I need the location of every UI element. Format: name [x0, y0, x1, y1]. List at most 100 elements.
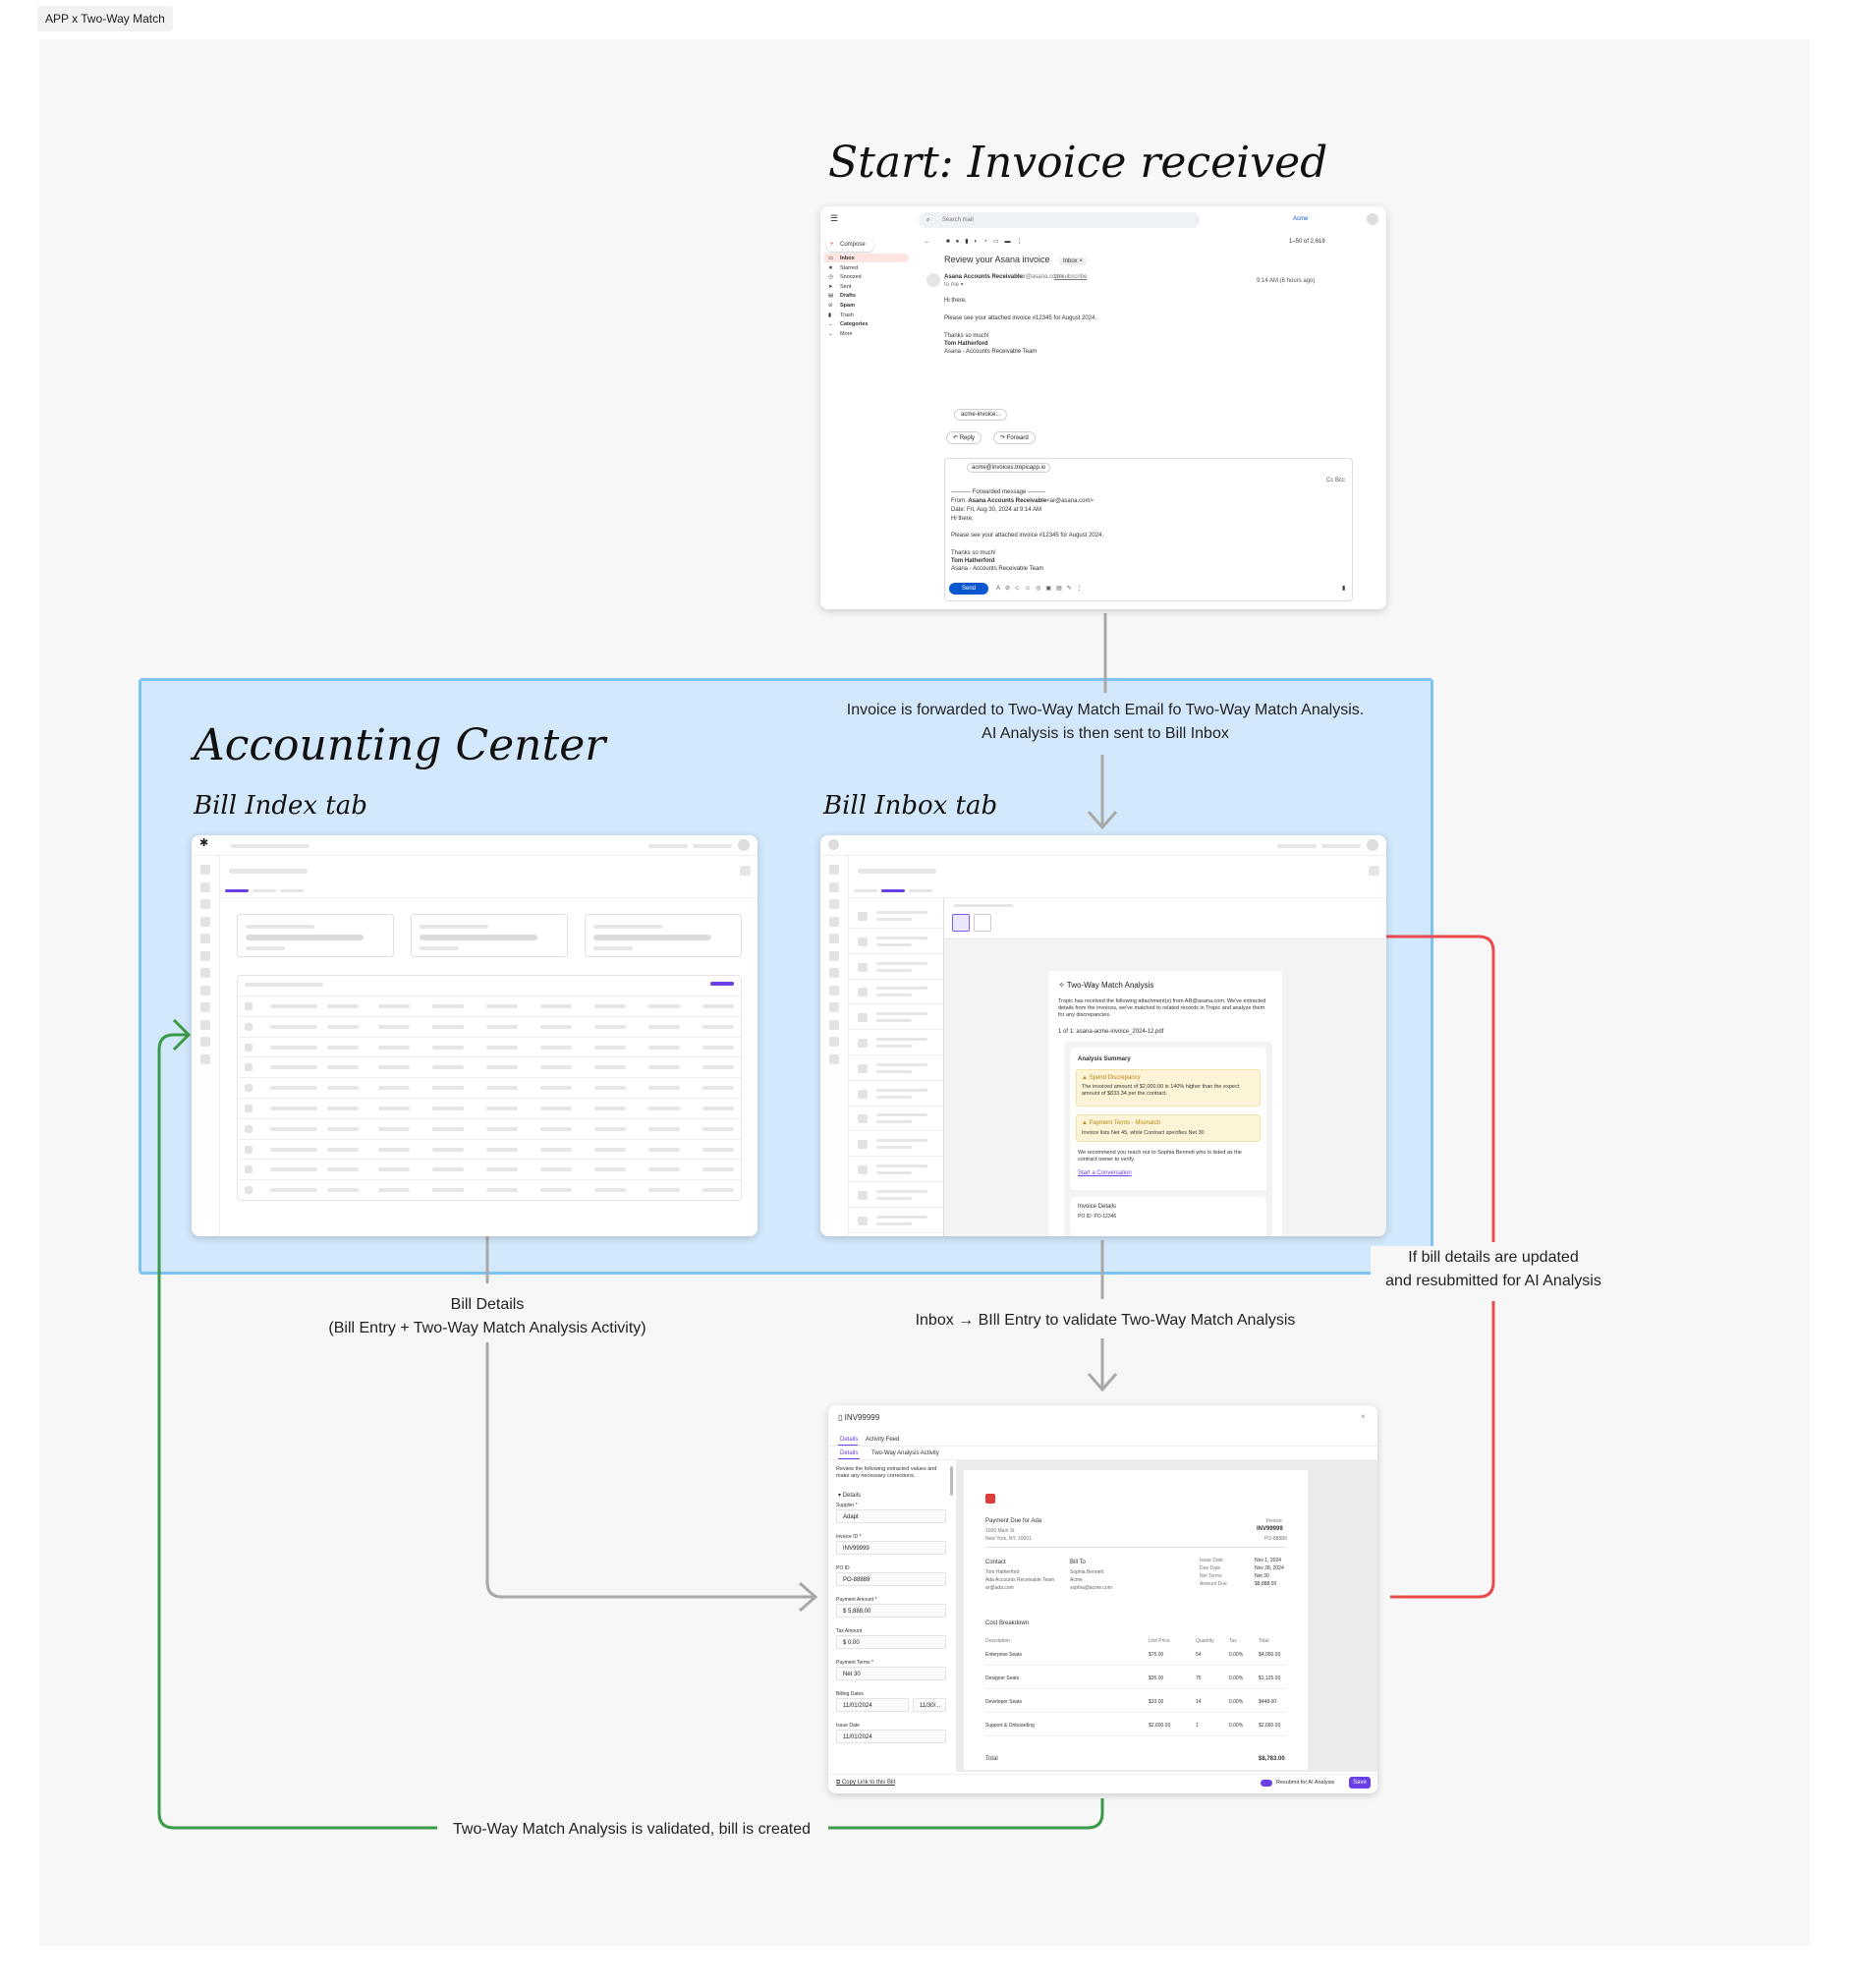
table-row[interactable] [237, 1179, 742, 1199]
nav-icon[interactable] [829, 1053, 839, 1064]
summary-card[interactable] [585, 914, 742, 957]
menu-icon[interactable]: ☰ [830, 213, 839, 223]
table-row[interactable] [237, 1077, 742, 1097]
nav-icon[interactable] [200, 899, 210, 909]
list-item-checkbox[interactable] [858, 1063, 868, 1073]
analysis-file[interactable]: 1 of 1: asana-acme-invoice_2024-12.pdf [1058, 1029, 1164, 1035]
field-input[interactable]: $ 5,888.00 [836, 1604, 946, 1618]
to-me[interactable]: to me ▾ [944, 282, 964, 288]
field-input[interactable]: 11/01/2024 [836, 1698, 909, 1712]
row-checkbox[interactable] [245, 1043, 253, 1051]
nav-icon[interactable] [200, 985, 210, 995]
nav-icon[interactable] [200, 916, 210, 927]
list-item-checkbox[interactable] [858, 1089, 868, 1099]
list-item[interactable] [849, 1209, 943, 1233]
to-address-chip[interactable]: acme@invoices.tropicapp.io [967, 463, 1051, 473]
list-item[interactable] [849, 1183, 943, 1208]
list-item-checkbox[interactable] [858, 1114, 868, 1124]
list-item-checkbox[interactable] [858, 912, 868, 921]
nav-icon[interactable] [829, 1019, 839, 1030]
table-row[interactable] [237, 1036, 742, 1056]
nav-icon[interactable] [829, 1037, 839, 1047]
table-action[interactable] [710, 982, 734, 986]
list-item[interactable] [849, 1107, 943, 1132]
attachment-chip[interactable]: acme-invoice... [954, 409, 1008, 421]
forward-compose-box[interactable]: acme@invoices.tropicapp.io Cc Bcc ------… [944, 458, 1353, 601]
nav-icon[interactable] [200, 1053, 210, 1064]
sidebar-item-starred[interactable]: ★Starred [824, 263, 909, 272]
list-item[interactable] [849, 1031, 943, 1055]
list-item[interactable] [849, 904, 943, 929]
reply-button[interactable]: ↶ Reply [946, 431, 982, 444]
table-row[interactable] [237, 1117, 742, 1138]
field-input[interactable]: PO-88889 [836, 1572, 946, 1586]
list-item[interactable] [849, 1132, 943, 1158]
nav-icon[interactable] [829, 865, 839, 875]
tab-inactive[interactable] [280, 889, 304, 892]
avatar[interactable] [1367, 839, 1378, 851]
nav-icon[interactable] [829, 916, 839, 927]
row-checkbox[interactable] [245, 1124, 253, 1133]
nav-icon[interactable] [200, 865, 210, 875]
row-checkbox[interactable] [245, 1022, 253, 1031]
field-input[interactable]: Net 30 [836, 1667, 946, 1680]
sidebar-item-drafts[interactable]: ▤Drafts [824, 291, 909, 300]
sidebar-item-inbox[interactable]: ▭Inbox [824, 254, 909, 262]
tab-activity-feed[interactable]: Activity Feed [866, 1437, 900, 1443]
nav-icon[interactable] [200, 968, 210, 978]
list-item-checkbox[interactable] [858, 937, 868, 946]
nav-icon[interactable] [829, 968, 839, 978]
field-input[interactable]: $ 0.00 [836, 1635, 946, 1649]
sidebar-item-trash[interactable]: ▮Trash [824, 311, 909, 319]
close-icon[interactable]: × [1361, 1412, 1366, 1421]
list-item-checkbox[interactable] [858, 1190, 868, 1200]
compose-button[interactable]: + Compose [826, 238, 873, 252]
start-conversation-link[interactable]: Start a Conversation [1078, 1170, 1132, 1176]
row-checkbox[interactable] [245, 1002, 253, 1010]
format-toolbar[interactable]: A⊘⊂☺◎▣▤✎⋮ [996, 586, 1088, 592]
save-button[interactable]: Save [1349, 1777, 1371, 1789]
nav-icon[interactable] [200, 1019, 210, 1030]
list-item[interactable] [849, 1082, 943, 1107]
search-bar[interactable]: ⌕ Search mail [919, 212, 1200, 228]
row-checkbox[interactable] [245, 1105, 253, 1112]
page-action-button[interactable] [1369, 866, 1379, 876]
thumbnail[interactable] [974, 914, 991, 932]
resubmit-toggle[interactable] [1261, 1780, 1272, 1787]
sidebar-item-sent[interactable]: ➤Sent [824, 282, 909, 291]
list-item[interactable] [849, 1158, 943, 1182]
table-row[interactable] [237, 1138, 742, 1159]
sidebar-item-categories[interactable]: ⌄Categories [824, 319, 909, 328]
row-checkbox[interactable] [245, 1186, 253, 1195]
avatar[interactable] [1367, 213, 1378, 225]
tab-details[interactable]: Details [840, 1437, 859, 1443]
unsubscribe-link[interactable]: Unsubscribe [1054, 274, 1088, 280]
summary-card[interactable] [237, 914, 394, 957]
billing-end-input[interactable]: 11/30/... [913, 1698, 946, 1712]
thumbnail-selected[interactable] [952, 914, 970, 932]
tab-active[interactable] [881, 889, 905, 892]
list-item[interactable] [849, 1056, 943, 1081]
table-row[interactable] [237, 995, 742, 1015]
row-checkbox[interactable] [245, 1165, 253, 1174]
list-item[interactable] [849, 930, 943, 954]
nav-icon[interactable] [829, 950, 839, 961]
list-item[interactable] [849, 980, 943, 1005]
field-input[interactable]: Adapt [836, 1509, 946, 1523]
row-checkbox[interactable] [245, 1145, 253, 1154]
table-row[interactable] [237, 1015, 742, 1036]
nav-icon[interactable] [829, 985, 839, 995]
nav-icon[interactable] [829, 1002, 839, 1012]
list-item[interactable] [849, 955, 943, 980]
field-input[interactable]: INV99999 [836, 1541, 946, 1555]
page-action-button[interactable] [740, 866, 751, 876]
list-item-checkbox[interactable] [858, 1216, 868, 1225]
list-item-checkbox[interactable] [858, 1039, 868, 1048]
details-section-toggle[interactable]: ▾ Details [838, 1493, 862, 1499]
table-row[interactable] [237, 1159, 742, 1178]
nav-icon[interactable] [200, 881, 210, 892]
sidebar-item-snoozed[interactable]: ◷Snoozed [824, 272, 909, 281]
table-row[interactable] [237, 1056, 742, 1076]
list-item-checkbox[interactable] [858, 1165, 868, 1174]
nav-icon[interactable] [200, 1037, 210, 1047]
